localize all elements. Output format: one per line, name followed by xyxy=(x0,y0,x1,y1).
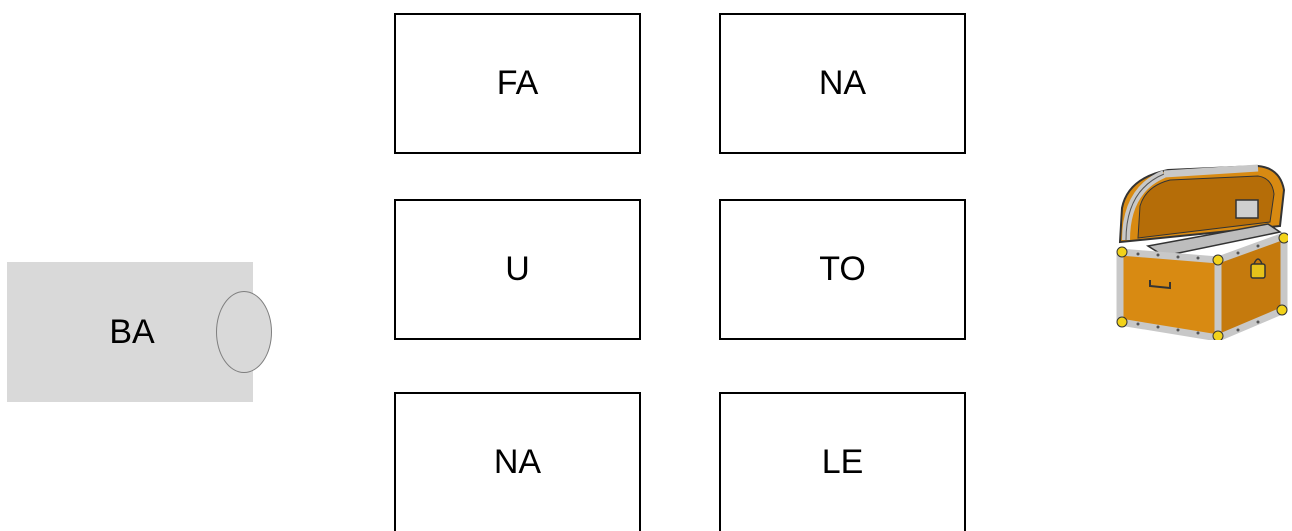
syllable-tile-label: U xyxy=(505,250,530,289)
syllable-tile-3[interactable]: U xyxy=(394,199,641,340)
syllable-tile-label: TO xyxy=(819,250,866,289)
syllable-tile-label: LE xyxy=(822,443,864,482)
syllable-tile-6[interactable]: LE xyxy=(719,392,966,531)
source-syllable-label: BA xyxy=(7,262,257,402)
syllable-tile-4[interactable]: TO xyxy=(719,199,966,340)
syllable-tile-label: NA xyxy=(494,443,541,482)
syllable-tile-label: NA xyxy=(819,64,866,103)
syllable-tile-2[interactable]: NA xyxy=(719,13,966,154)
syllable-tile-1[interactable]: FA xyxy=(394,13,641,154)
syllable-tile-label: FA xyxy=(497,64,539,103)
syllable-tile-5[interactable]: NA xyxy=(394,392,641,531)
treasure-chest-icon[interactable] xyxy=(1108,160,1288,340)
